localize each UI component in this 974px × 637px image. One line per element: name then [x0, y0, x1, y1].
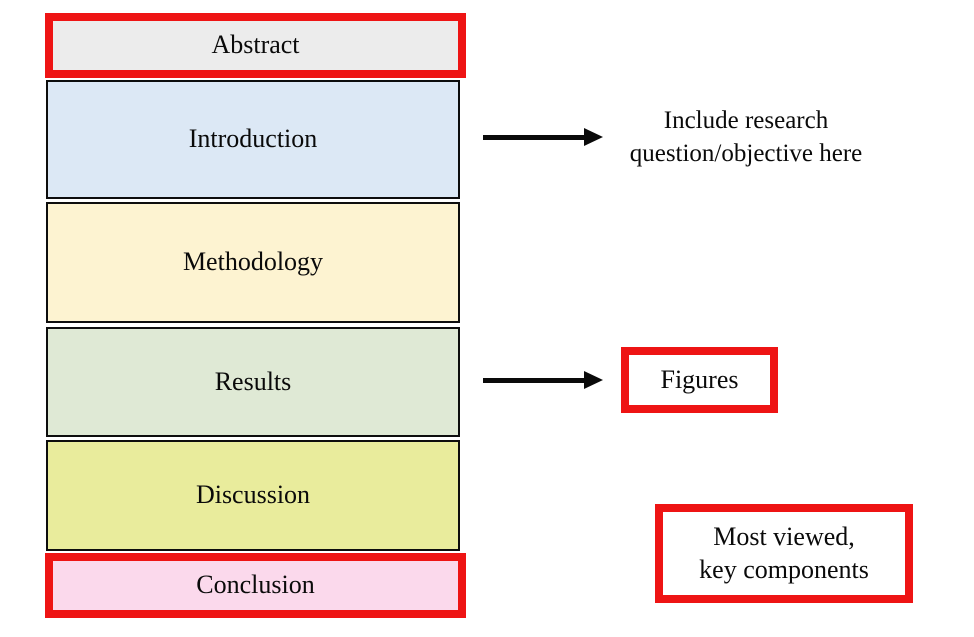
figures-callout: Figures	[621, 347, 778, 413]
arrow-head-icon	[584, 371, 603, 389]
arrow-head-icon	[584, 128, 603, 146]
results-arrow-icon	[483, 371, 603, 390]
legend-line-2: key components	[699, 554, 869, 584]
legend-callout: Most viewed, key components	[655, 504, 913, 603]
figures-label: Figures	[660, 364, 739, 394]
section-methodology-label: Methodology	[182, 247, 324, 277]
section-discussion: Discussion	[46, 440, 460, 551]
section-results-label: Results	[214, 366, 292, 396]
legend-text: Most viewed, key components	[699, 521, 869, 586]
section-discussion-label: Discussion	[195, 480, 311, 510]
arrow-shaft	[483, 135, 587, 140]
introduction-note-line-1: Include research	[663, 107, 829, 134]
section-introduction-label: Introduction	[188, 124, 318, 154]
section-methodology: Methodology	[46, 202, 460, 323]
section-introduction: Introduction	[46, 80, 460, 199]
introduction-arrow-icon	[483, 128, 603, 147]
section-abstract-label: Abstract	[211, 30, 300, 60]
section-conclusion-label: Conclusion	[196, 570, 315, 600]
introduction-note-line-2: question/objective here	[629, 140, 863, 167]
arrow-shaft	[483, 378, 587, 383]
legend-line-1: Most viewed,	[713, 522, 855, 551]
section-results: Results	[46, 327, 460, 437]
introduction-note: Include research question/objective here	[600, 104, 892, 170]
section-conclusion: Conclusion	[45, 553, 466, 618]
section-abstract: Abstract	[45, 13, 466, 78]
